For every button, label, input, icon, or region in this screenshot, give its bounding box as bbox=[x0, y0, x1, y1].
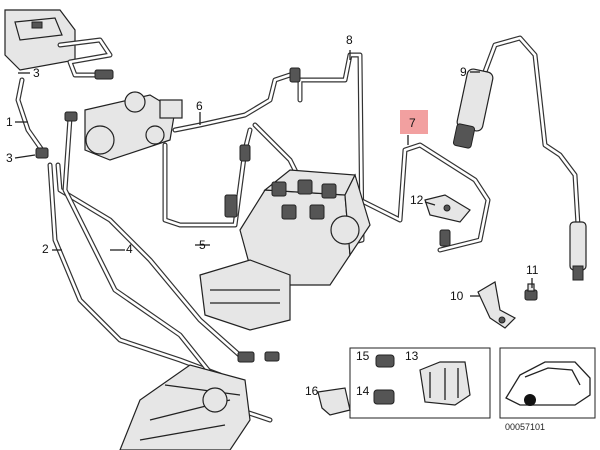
pipe-clip-13 bbox=[419, 361, 471, 406]
brake-hose-right bbox=[569, 221, 587, 281]
master-cylinder bbox=[84, 91, 183, 161]
line-fittings bbox=[35, 67, 451, 363]
callout-4: 4 bbox=[126, 242, 133, 256]
brake-hose-rear bbox=[452, 68, 494, 149]
brake-line-9-rear bbox=[477, 35, 581, 228]
callout-3-bottom: 3 bbox=[6, 151, 13, 165]
bolt-11 bbox=[524, 283, 538, 301]
callout-15: 15 bbox=[356, 349, 370, 363]
small-parts-inset bbox=[349, 347, 491, 419]
brake-line-6 bbox=[172, 72, 293, 133]
brake-booster bbox=[119, 364, 251, 450]
callout-7: 7 bbox=[409, 116, 416, 130]
brake-fluid-reservoir bbox=[4, 9, 76, 71]
callout-3-top: 3 bbox=[33, 66, 40, 80]
callout-11: 11 bbox=[526, 263, 539, 277]
callout-6: 6 bbox=[196, 99, 203, 113]
grommet-15 bbox=[375, 354, 395, 368]
callout-16: 16 bbox=[305, 384, 319, 398]
clip-bracket-12 bbox=[424, 194, 471, 223]
grommet-14 bbox=[373, 389, 395, 405]
callout-12: 12 bbox=[410, 193, 424, 207]
reference-number: 00057101 bbox=[505, 422, 545, 432]
clip-16 bbox=[317, 387, 351, 416]
brake-line-top-front bbox=[57, 37, 113, 78]
callout-2: 2 bbox=[42, 242, 49, 256]
leader-lines bbox=[14, 50, 533, 297]
callout-7-highlight bbox=[400, 110, 428, 134]
callout-14: 14 bbox=[356, 384, 370, 398]
callout-9: 9 bbox=[460, 65, 467, 79]
location-marker-icon bbox=[524, 394, 536, 406]
callout-10: 10 bbox=[450, 289, 464, 303]
brake-line-reservoir-hose bbox=[15, 77, 45, 153]
brake-line-2 bbox=[47, 162, 223, 378]
mounting-bracket-10 bbox=[477, 281, 516, 329]
callout-1: 1 bbox=[6, 115, 13, 129]
vehicle-location-inset bbox=[499, 347, 596, 419]
callout-8: 8 bbox=[346, 33, 353, 47]
callout-5: 5 bbox=[199, 238, 206, 252]
callout-13: 13 bbox=[405, 349, 419, 363]
abs-hydraulic-unit bbox=[199, 169, 371, 331]
brake-line-4 bbox=[55, 162, 248, 363]
